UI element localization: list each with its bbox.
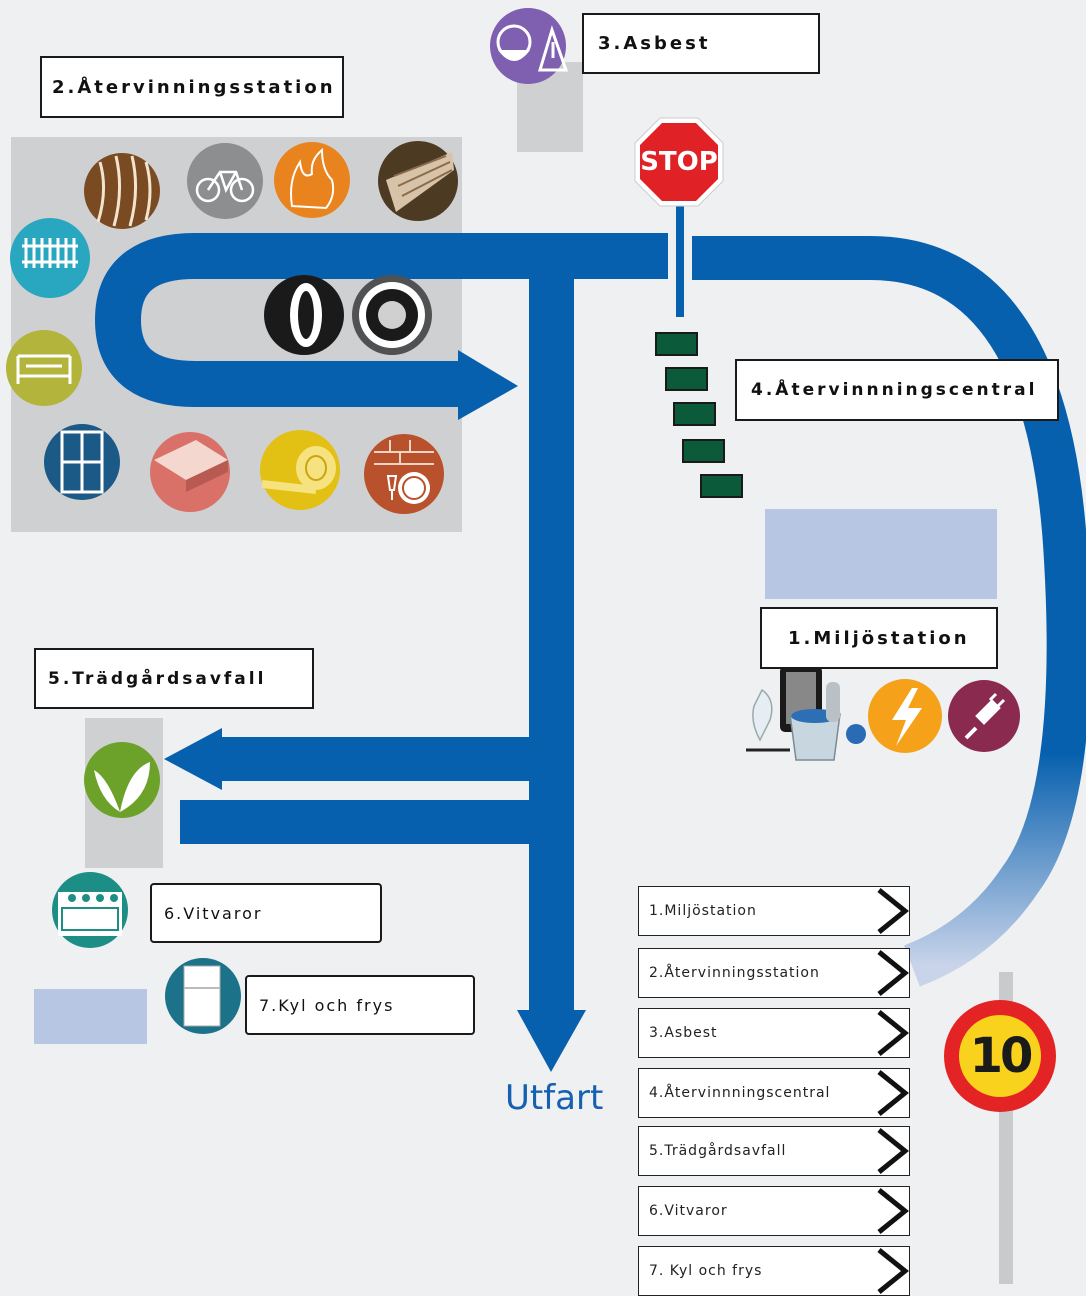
directory-sign-6: 6.Vitvaror bbox=[638, 1186, 910, 1236]
directory-label-5: 5.Trädgårdsavfall bbox=[649, 1143, 787, 1159]
directory-sign-1: 1.Miljöstation bbox=[638, 886, 910, 936]
directory-label-4: 4.Återvinnningscentral bbox=[649, 1085, 831, 1101]
sign-tradgardsavfall: 5.Trädgårdsavfall bbox=[34, 648, 314, 709]
fire-icon bbox=[274, 142, 350, 218]
tires-icon bbox=[264, 275, 344, 355]
directory-sign-4: 4.Återvinnningscentral bbox=[638, 1068, 910, 1118]
sign-tradgardsavfall-label: 5.Trädgårdsavfall bbox=[48, 668, 267, 689]
bicycle-icon bbox=[187, 143, 263, 219]
sign-asbest: 3.Asbest bbox=[582, 13, 820, 74]
road-network bbox=[94, 233, 1086, 1026]
stove-icon bbox=[52, 872, 128, 948]
brick-porcelain-icon bbox=[364, 434, 444, 514]
wood-icon bbox=[84, 153, 160, 229]
container-row bbox=[655, 332, 743, 498]
stop-sign: STOP bbox=[633, 116, 725, 208]
fridge-icon bbox=[165, 958, 241, 1034]
directory-sign-5: 5.Trädgårdsavfall bbox=[638, 1126, 910, 1176]
sign-atervinningsstation-label: 2.Återvinningsstation bbox=[52, 76, 336, 98]
directory-label-3: 3.Asbest bbox=[649, 1025, 718, 1041]
speed-limit-sign: 10 bbox=[944, 1000, 1056, 1112]
directory-sign-3: 3.Asbest bbox=[638, 1008, 910, 1058]
lightning-icon bbox=[868, 679, 942, 753]
sign-vitvaror-label: 6.Vitvaror bbox=[164, 903, 263, 923]
exit-label: Utfart bbox=[505, 1078, 604, 1118]
u-loop-arrowhead bbox=[458, 350, 518, 420]
exit-arrowhead bbox=[517, 1010, 586, 1072]
garden-branch-upper bbox=[220, 737, 540, 781]
sign-vitvaror: 6.Vitvaror bbox=[150, 883, 382, 943]
insulation-icon bbox=[260, 430, 340, 510]
asbestos-mask-icon bbox=[490, 8, 569, 84]
stop-pole-inner bbox=[676, 225, 684, 317]
chevron-right-icon bbox=[877, 1070, 909, 1116]
electronics-icon bbox=[746, 666, 866, 761]
directory-sign-2: 2.Återvinningsstation bbox=[638, 948, 910, 998]
sign-kyl-frys: 7.Kyl och frys bbox=[245, 975, 475, 1035]
directory-label-1: 1.Miljöstation bbox=[649, 903, 757, 919]
u-loop-road bbox=[94, 233, 668, 407]
furniture-icon bbox=[6, 330, 82, 406]
chevron-right-icon bbox=[877, 888, 909, 934]
sign-kyl-frys-label: 7.Kyl och frys bbox=[259, 995, 395, 1015]
plasterboard-icon bbox=[150, 432, 230, 512]
light-blue-zone-2 bbox=[34, 989, 147, 1044]
directory-label-6: 6.Vitvaror bbox=[649, 1203, 728, 1219]
speed-limit-value: 10 bbox=[959, 1015, 1041, 1097]
directory-sign-7: 7. Kyl och frys bbox=[638, 1246, 910, 1296]
garden-branch-lower bbox=[180, 800, 540, 844]
chevron-right-icon bbox=[877, 1128, 909, 1174]
tire-icon bbox=[352, 275, 432, 355]
sign-atervinningsstation: 2.Återvinningsstation bbox=[40, 56, 344, 118]
chevron-right-icon bbox=[877, 1010, 909, 1056]
window-icon bbox=[44, 424, 120, 500]
plug-icon bbox=[948, 680, 1020, 752]
fence-icon bbox=[10, 218, 90, 298]
chevron-right-icon bbox=[877, 1188, 909, 1234]
sign-atervinningscentral: 4.Återvinnningscentral bbox=[735, 359, 1059, 421]
sign-miljostation-label: 1.Miljöstation bbox=[788, 627, 970, 649]
sign-miljostation: 1.Miljöstation bbox=[760, 607, 998, 669]
chevron-right-icon bbox=[877, 950, 909, 996]
main-trunk-road bbox=[529, 256, 574, 1026]
leaf-icon bbox=[84, 742, 160, 818]
sign-atervinningscentral-label: 4.Återvinnningscentral bbox=[751, 380, 1038, 400]
garden-arrowhead bbox=[164, 728, 222, 790]
sign-asbest-label: 3.Asbest bbox=[598, 33, 711, 54]
chevron-right-icon bbox=[877, 1248, 909, 1294]
directory-label-2: 2.Återvinningsstation bbox=[649, 965, 820, 981]
right-loop-road bbox=[690, 236, 1086, 987]
stop-sign-text: STOP bbox=[640, 147, 718, 177]
light-blue-zone-1 bbox=[765, 509, 997, 599]
directory-label-7: 7. Kyl och frys bbox=[649, 1263, 763, 1279]
board-icon bbox=[378, 141, 458, 221]
